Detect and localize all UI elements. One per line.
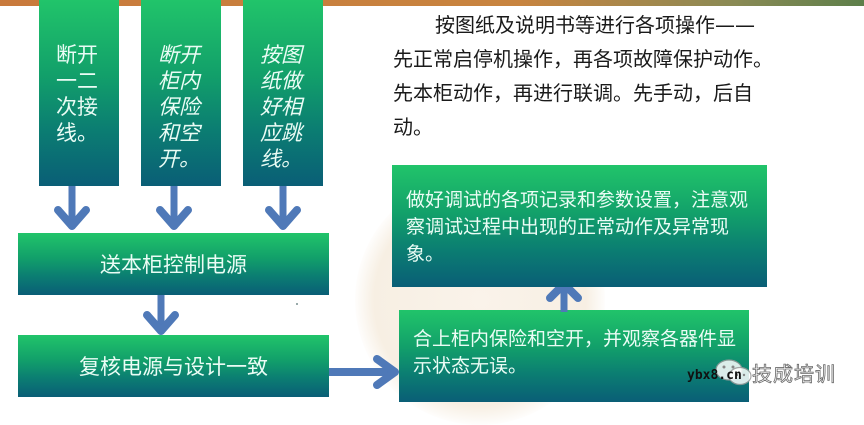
step-box-jumper-per-drawing: 按图纸做好相应跳线。 bbox=[243, 0, 323, 186]
top-accent-bar bbox=[0, 0, 864, 6]
step-text: 复核电源与设计一致 bbox=[79, 355, 268, 379]
step-text: 断开柜内保险和空开。 bbox=[158, 43, 200, 171]
step-box-close-breakers: 合上柜内保险和空开，并观察各器件显示状态无误。 bbox=[399, 310, 749, 402]
arrow-down-icon bbox=[143, 295, 179, 335]
step-box-verify-power: 复核电源与设计一致 bbox=[18, 335, 329, 397]
watermark-brand: 技成培训 bbox=[752, 362, 836, 387]
arrow-down-icon bbox=[265, 186, 301, 230]
wechat-icon bbox=[715, 359, 752, 386]
step-text: 断开一二次接线。 bbox=[56, 43, 98, 145]
step-text: 合上柜内保险和空开，并观察各器件显示状态无误。 bbox=[413, 328, 737, 377]
step-box-disconnect-secondary: 断开一二次接线。 bbox=[39, 0, 119, 186]
step-box-disconnect-fuses: 断开柜内保险和空开。 bbox=[141, 0, 221, 186]
instructions-text: 按图纸及说明书等进行各项操作—— 先正常启停机操作，再各项故障保护动作。 先本柜… bbox=[393, 10, 833, 142]
step-box-power-on: 送本柜控制电源 bbox=[18, 233, 329, 295]
step-text: 做好调试的各项记录和参数设置，注意观察调试过程中出现的正常动作及异常现象。 bbox=[406, 189, 749, 265]
instruction-line-2: 先正常启停机操作，再各项故障保护动作。 bbox=[393, 47, 773, 71]
watermark-url: ybx8.cn bbox=[687, 368, 742, 383]
step-box-record-settings: 做好调试的各项记录和参数设置，注意观察调试过程中出现的正常动作及异常现象。 bbox=[392, 165, 767, 287]
stray-dot bbox=[296, 303, 298, 305]
arrow-right-icon bbox=[329, 355, 399, 389]
step-text: 按图纸做好相应跳线。 bbox=[260, 43, 302, 171]
arrow-down-icon bbox=[54, 186, 90, 230]
instruction-line-4: 动。 bbox=[393, 115, 433, 139]
instruction-line-1: 按图纸及说明书等进行各项操作—— bbox=[435, 13, 755, 37]
arrow-down-icon bbox=[156, 186, 192, 230]
instruction-line-3: 先本柜动作，再进行联调。先手动，后自 bbox=[393, 81, 753, 105]
step-text: 送本柜控制电源 bbox=[100, 253, 247, 277]
